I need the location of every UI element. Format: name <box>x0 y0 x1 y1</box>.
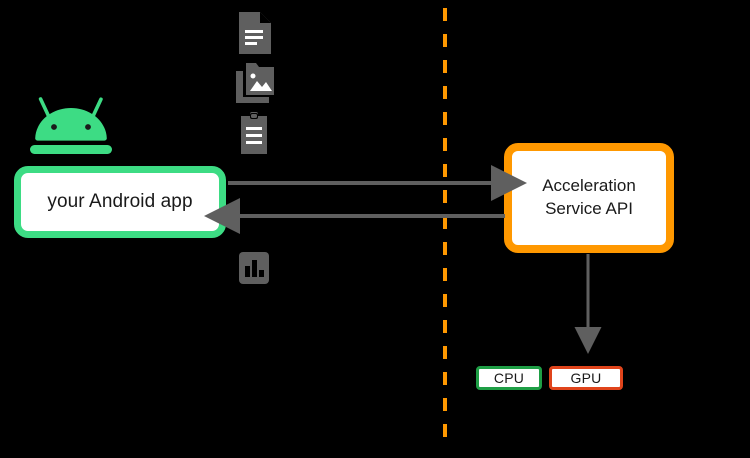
document-icon <box>237 12 271 54</box>
acceleration-service-label-line2: Service API <box>545 199 633 218</box>
cpu-chip-label: CPU <box>493 370 525 386</box>
acceleration-service-box: Acceleration Service API <box>504 143 674 253</box>
cpu-chip: CPU <box>476 366 542 390</box>
client-app-box: your Android app <box>14 166 226 238</box>
android-robot-icon <box>18 96 124 162</box>
gpu-chip-label: GPU <box>570 370 602 386</box>
bar-chart-icon <box>239 252 269 284</box>
gpu-chip: GPU <box>549 366 623 390</box>
image-icon <box>236 63 274 103</box>
acceleration-service-label-line1: Acceleration <box>542 176 636 196</box>
clipboard-icon <box>238 112 270 154</box>
client-app-label: your Android app <box>47 191 193 212</box>
device-service-boundary <box>443 8 447 448</box>
